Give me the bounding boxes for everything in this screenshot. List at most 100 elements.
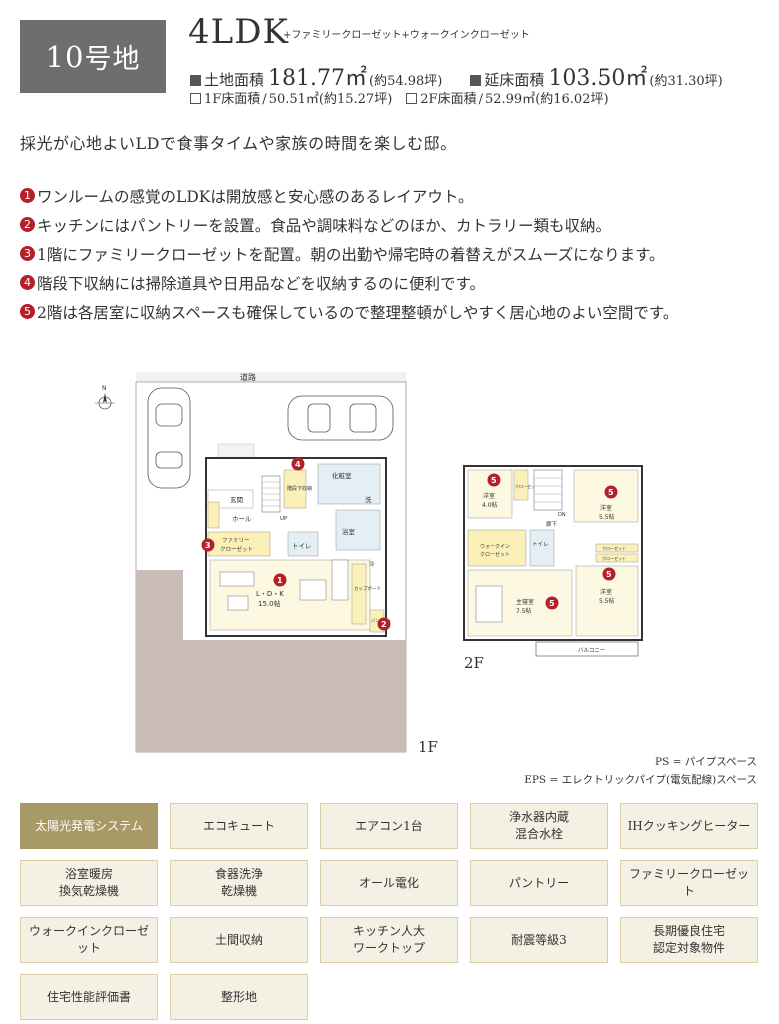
total-floor-area-value: 103.50㎡ [548,66,648,91]
plan-badge-1 [273,573,287,587]
balcony-label: バルコニー [578,647,605,654]
floor1-building: 玄関 ホール UP 階段下収納 化粧室 洗 浴室 トイレ ファミリー クローゼッ… [205,457,391,637]
filled-square-icon [470,75,482,86]
point-number-badge: 3 [20,246,35,261]
master-label: 主寝室 [516,598,534,606]
feature-chip: パントリー [470,860,608,906]
point-number-badge: 2 [20,217,35,232]
feature-chip: IHクッキングヒーター [620,803,758,849]
feature-chip: 整形地 [170,974,308,1020]
floor2-area-label: 2F床面積 [420,92,477,107]
feature-chip: 浄水器内蔵 混合水栓 [470,803,608,849]
car-icon [287,395,394,441]
bath-label: 浴室 [342,527,356,536]
room-nw-label: 洋室 [483,492,495,500]
layout-note: +ファミリークローゼット+ウォークインクローゼット [283,30,530,41]
lot-suffix: 号地 [84,44,141,75]
filled-square-icon [190,75,201,86]
dn-label: DN [558,512,566,518]
floor1-area-tsubo: (約15.27坪) [318,92,393,107]
corridor-label: 廊下 [546,520,558,528]
point-text: キッチンにはパントリーを設置。食品や調味料などのほか、カトラリー類も収納。 [37,216,611,235]
lead-text: 採光が心地よいLDで食事タイムや家族の時間を楽しむ邸。 [20,134,457,153]
car-icon [147,387,191,489]
land-area-label: 土地面積 [204,71,265,89]
plan-badge-2 [377,617,391,631]
legend-eps: EPS = エレクトリックパイプ(電気配線)スペース [524,774,757,786]
room-ne-size: 5.5帖 [599,513,615,521]
plan-badge-3 [201,538,215,552]
compass-icon [95,393,115,410]
room-ne-label: 洋室 [600,504,612,512]
land-area-tsubo: (約54.98坪) [369,74,443,89]
genkan-label: 玄関 [230,495,243,504]
ldk-size: 15.0帖 [258,599,281,608]
feature-chip: エコキュート [170,803,308,849]
room-se-size: 5.5帖 [599,597,615,605]
feature-grid: 太陽光発電システムエコキュートエアコン1台浄水器内蔵 混合水栓 IHクッキングヒー… [20,803,760,1020]
lot-area-south [183,640,406,752]
plan-badge-5-text: 5 [608,488,614,497]
wic-label-2: クローゼット [480,551,510,558]
room-nw-size: 4.0帖 [482,501,498,509]
road-label: 道路 [240,372,256,382]
floor2-building: 洋室 4.0帖 クローゼット DN 廊下 洋室 5.5帖 ウォークイン クローゼ… [463,465,643,657]
up-label: UP [280,516,288,522]
area-row-main: 土地面積 181.77㎡ (約54.98坪) 延床面積 103.50㎡ (約31… [190,60,723,92]
closet-e1-label: クローゼット [602,545,626,551]
point-text: 階段下収納には掃除道具や日用品などを収納するのに便利です。 [37,274,485,293]
lot-number: 10 [45,39,85,74]
hall-label: ホール [232,515,252,523]
plan-badge-5 [602,567,616,581]
balcony [535,641,639,657]
point-number-badge: 5 [20,304,35,319]
floor2-label: 2F [464,654,484,672]
plan-badge-5-text: 5 [549,599,555,608]
washroom-label: 化粧室 [332,471,352,480]
feature-chip: 耐震等級3 [470,917,608,963]
floor2-area-value: 52.99㎡ [484,92,536,107]
lot-area-west [136,570,183,752]
total-floor-area-tsubo: (約31.30坪) [649,74,723,89]
toilet2-label: トイレ [532,542,549,548]
plan-badge-1-text: 1 [277,576,283,585]
master-size: 7.5帖 [516,607,532,615]
dining-table [299,579,327,601]
floor1-area-value: 50.51㎡ [268,92,319,107]
point-number-badge: 4 [20,275,35,290]
layout-type: 4LDK [188,12,289,52]
feature-chip: 浴室暖房 換気乾燥機 [20,860,158,906]
feature-chip: ファミリークローゼット [620,860,758,906]
floor1-area-label: 1F床面積 [204,92,261,107]
under-stairs-storage-label: 階段下収納 [287,485,312,492]
family-closet-label-1: ファミリー [222,537,250,544]
feature-chip: エアコン1台 [320,803,458,849]
point-text: ワンルームの感覚のLDKは開放感と安心感のあるレイアウト。 [37,187,474,206]
feature-chip: オール電化 [320,860,458,906]
empty-square-icon [190,93,201,104]
feature-chip: 太陽光発電システム [20,803,158,849]
plan-badge-5 [487,473,501,487]
sofa [219,571,255,587]
plan-badge-5-text: 5 [491,476,497,485]
room-se-label: 洋室 [600,588,612,596]
wash-label: 洗 [365,495,372,504]
plan-badge-4 [291,457,305,471]
plan-badge-2-text: 2 [381,620,387,629]
feature-chip: 土間収納 [170,917,308,963]
feature-chip: キッチン人大 ワークトップ [320,917,458,963]
point-text: 1階にファミリークローゼットを配置。朝の出勤や帰宅時の着替えがスムーズになります… [37,245,665,264]
family-closet-label-2: クローゼット [220,545,253,553]
point-text: 2階は各居室に収納スペースも確保しているので整理整頓がしやすく居心地のよい空間で… [37,303,679,322]
land-area-value: 181.77㎡ [268,66,367,91]
cupboard-label: カップボード [354,585,381,592]
floor1-label: 1F [418,738,438,756]
feature-chip: ウォークインクローゼット [20,917,158,963]
plan-badge-5 [545,596,559,610]
